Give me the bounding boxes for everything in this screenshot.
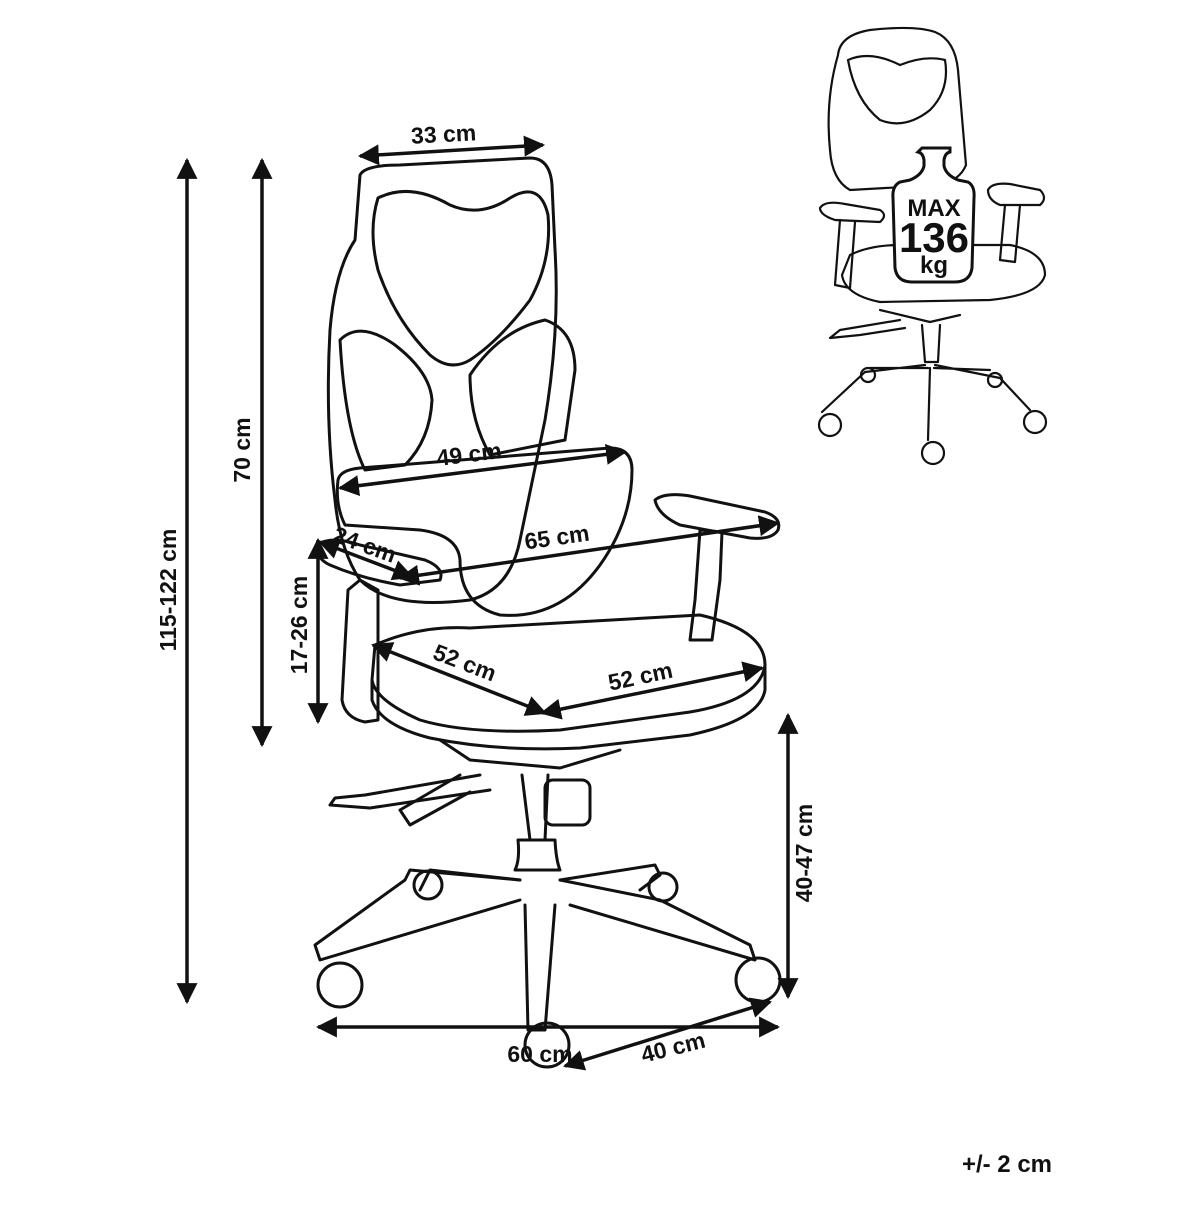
seat-cushion <box>370 613 767 733</box>
label-outer-armrest-width: 65 cm <box>523 520 591 555</box>
max-load-value: 136 <box>899 214 969 261</box>
small-left-armrest <box>818 201 886 224</box>
small-right-post <box>998 203 1022 264</box>
arrow-seat-depth <box>371 642 547 716</box>
tolerance-note: +/- 2 cm <box>962 1151 1052 1178</box>
dimension-arrows <box>176 135 799 1071</box>
backrest-outline <box>326 156 558 604</box>
label-base-width: 60 cm <box>507 1041 572 1067</box>
caster-back-left <box>412 869 444 901</box>
caster-back-right <box>647 871 679 903</box>
small-backrest <box>827 26 968 192</box>
max-load-unit: kg <box>920 252 948 279</box>
caster-left <box>316 961 364 1009</box>
label-seat-width: 52 cm <box>606 657 675 696</box>
label-backrest-height: 70 cm <box>229 417 255 482</box>
label-backrest-width: 49 cm <box>435 437 503 471</box>
arrow-seat-width <box>539 661 765 720</box>
max-load-badge: MAX 136 kg <box>891 146 976 284</box>
small-left-post <box>833 218 857 290</box>
base-leg-right <box>558 878 757 962</box>
small-caster-front <box>920 440 946 466</box>
small-headrest-boundary <box>846 54 948 125</box>
max-load-prefix: MAX <box>907 195 960 222</box>
label-seat-depth: 52 cm <box>430 639 500 687</box>
small-caster-back-left <box>859 366 877 384</box>
small-chair-illustration <box>817 26 1048 466</box>
arrow-outer-armrest-width <box>397 515 781 586</box>
label-headrest-width: 33 cm <box>410 119 476 148</box>
base-leg-left <box>313 868 522 962</box>
left-armrest-post <box>340 578 380 724</box>
headrest-boundary <box>371 189 551 367</box>
gas-cover <box>513 838 562 872</box>
label-total-height: 115-122 cm <box>155 529 181 652</box>
small-caster-right <box>1022 409 1048 435</box>
small-column <box>920 323 942 364</box>
weight-icon <box>891 146 976 284</box>
small-right-armrest <box>986 182 1046 207</box>
small-mechanism <box>878 308 962 324</box>
base-leg-back-right <box>558 863 662 892</box>
small-base <box>820 363 1032 442</box>
small-lever <box>828 318 907 340</box>
lever-side <box>328 773 492 810</box>
base-leg-front <box>523 903 557 1032</box>
small-caster-back-right <box>986 371 1004 389</box>
seat-mechanism <box>438 738 622 770</box>
label-armrest-height: 17-26 cm <box>286 576 312 674</box>
small-caster-left <box>817 412 843 438</box>
lumbar-left <box>338 329 434 472</box>
label-caster-spacing: 40 cm <box>638 1027 708 1068</box>
right-armrest-post <box>688 528 724 642</box>
caster-right <box>734 956 782 1004</box>
lumbar-right <box>468 318 577 457</box>
arrow-backrest-width <box>337 443 628 497</box>
arrow-headrest-width <box>357 135 546 166</box>
small-seat <box>840 243 1047 304</box>
arrow-armrest-length <box>318 538 414 581</box>
tilt-knob <box>543 778 592 827</box>
main-chair-illustration <box>313 156 782 1069</box>
label-seat-height: 40-47 cm <box>791 804 817 902</box>
lever-front <box>398 773 472 827</box>
